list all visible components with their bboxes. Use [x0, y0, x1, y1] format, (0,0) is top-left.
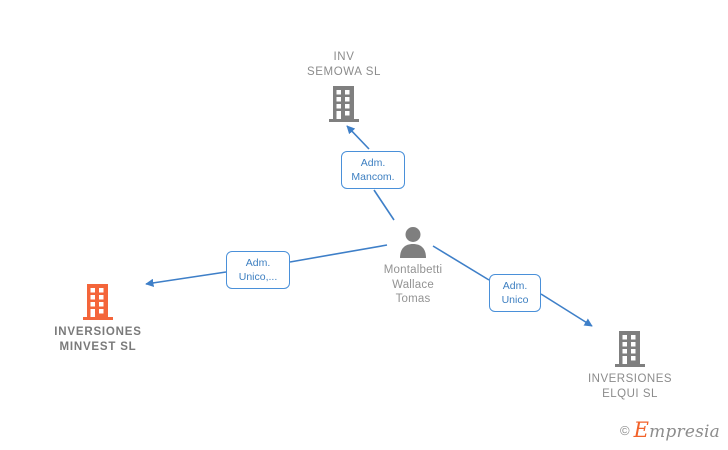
node-label: Montalbetti Wallace Tomas: [383, 264, 443, 305]
watermark-empresia: © Empresia: [620, 418, 720, 442]
node-label: INVERSIONES MINVEST SL: [54, 326, 142, 353]
brand-name: Empresia: [634, 418, 720, 442]
node-label: INVERSIONES ELQUI SL: [587, 373, 673, 400]
edge-label-adm-unico[interactable]: Adm. Unico: [489, 274, 541, 312]
brand-rest: mpresia: [649, 422, 720, 442]
copyright-icon: ©: [619, 422, 630, 438]
node-inv-semowa-sl[interactable]: INV SEMOWA SL: [264, 50, 424, 123]
person-icon: [333, 225, 493, 259]
building-icon: [18, 283, 178, 321]
brand-initial: E: [633, 418, 650, 442]
edge-label-adm-unico-mas[interactable]: Adm. Unico,...: [226, 251, 290, 289]
node-montalbetti-wallace-tomas[interactable]: Montalbetti Wallace Tomas: [333, 225, 493, 307]
node-inversiones-minvest-sl[interactable]: INVERSIONES MINVEST SL: [18, 283, 178, 354]
node-inversiones-elqui-sl[interactable]: INVERSIONES ELQUI SL: [550, 330, 710, 401]
building-icon: [550, 330, 710, 368]
building-icon: [329, 85, 359, 123]
edge-label-adm-mancom[interactable]: Adm. Mancom.: [341, 151, 405, 189]
node-label: INV SEMOWA SL: [307, 51, 381, 78]
